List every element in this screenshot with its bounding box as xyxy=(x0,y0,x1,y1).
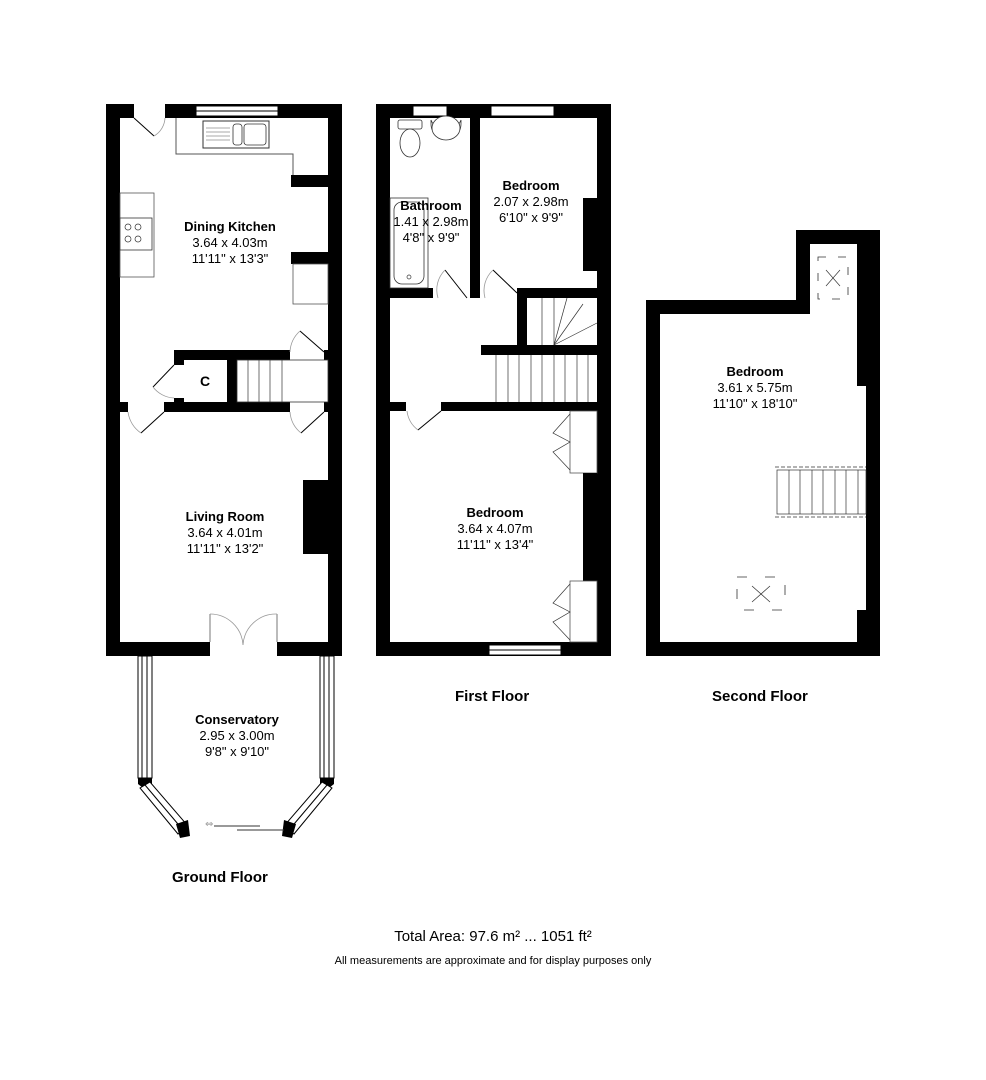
room-name: Conservatory xyxy=(195,712,279,727)
room-imperial: 6'10" x 9'9" xyxy=(498,210,564,225)
room-imperial: 11'11" x 13'2" xyxy=(186,541,264,556)
room-metric: 3.64 x 4.03m xyxy=(192,235,268,250)
floor-title-ground: Ground Floor xyxy=(172,869,268,886)
room-label-dining-kitchen: Dining Kitchen 3.64 x 4.03m 11'11" x 13'… xyxy=(155,219,305,267)
ground-floor-plan: ⇔ xyxy=(106,104,342,838)
room-metric: 1.41 x 2.98m xyxy=(393,214,469,229)
room-name: Bathroom xyxy=(400,198,462,213)
floor-title-second: Second Floor xyxy=(712,688,808,705)
floor-title-first: First Floor xyxy=(455,688,530,705)
room-name: Living Room xyxy=(185,509,265,524)
room-imperial: 11'11" x 13'4" xyxy=(456,537,534,552)
room-metric: 2.07 x 2.98m xyxy=(493,194,569,209)
room-imperial: 9'8" x 9'10" xyxy=(204,744,270,759)
svg-text:⇔: ⇔ xyxy=(205,819,213,830)
disclaimer: All measurements are approximate and for… xyxy=(334,955,652,967)
room-imperial: 4'8" x 9'9" xyxy=(402,230,460,245)
room-name: Bedroom xyxy=(466,505,524,520)
room-label-living-room: Living Room 3.64 x 4.01m 11'11" x 13'2" xyxy=(150,509,300,557)
room-metric: 3.61 x 5.75m xyxy=(717,380,793,395)
room-label-bedroom-main: Bedroom 3.64 x 4.07m 11'11" x 13'4" xyxy=(420,505,570,553)
room-metric: 3.64 x 4.07m xyxy=(457,521,533,536)
room-label-bedroom-loft: Bedroom 3.61 x 5.75m 11'10" x 18'10" xyxy=(680,364,830,412)
room-imperial: 11'10" x 18'10" xyxy=(712,396,798,411)
second-floor-plan xyxy=(646,230,880,656)
total-area: Total Area: 97.6 m² ... 1051 ft² xyxy=(394,928,592,945)
room-metric: 3.64 x 4.01m xyxy=(187,525,263,540)
room-name: Bedroom xyxy=(726,364,784,379)
room-imperial: 11'11" x 13'3" xyxy=(191,251,269,266)
room-name: Bedroom xyxy=(502,178,560,193)
room-label-bathroom: Bathroom 1.41 x 2.98m 4'8" x 9'9" xyxy=(381,198,481,246)
room-label-conservatory: Conservatory 2.95 x 3.00m 9'8" x 9'10" xyxy=(162,712,312,760)
room-label-bedroom-small: Bedroom 2.07 x 2.98m 6'10" x 9'9" xyxy=(481,178,581,226)
first-floor-plan xyxy=(376,104,611,656)
cupboard-label: C xyxy=(200,373,211,389)
room-name: Dining Kitchen xyxy=(184,219,276,234)
room-metric: 2.95 x 3.00m xyxy=(199,728,275,743)
